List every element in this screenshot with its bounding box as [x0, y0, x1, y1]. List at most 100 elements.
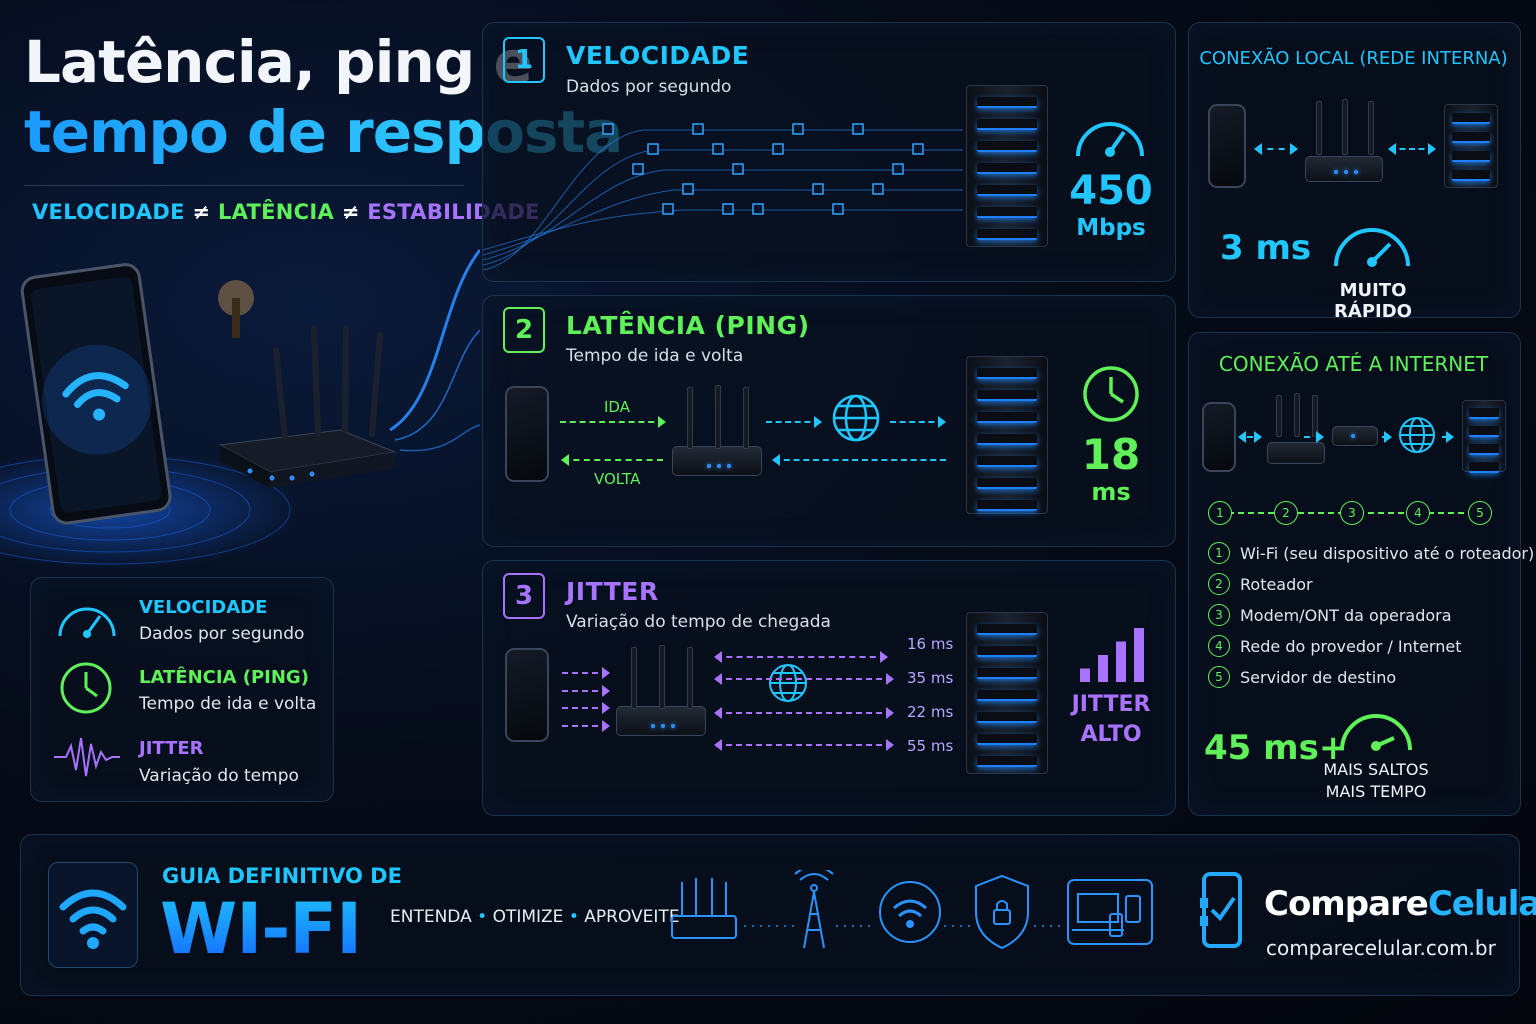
brand-name: CompareCelular — [1264, 884, 1536, 924]
local-server-icon — [1444, 104, 1498, 188]
hop-step-3-number: 3 — [1208, 604, 1230, 626]
local-title: CONEXÃO LOCAL (REDE INTERNA) — [1199, 48, 1508, 69]
internet-router-icon — [1267, 393, 1325, 464]
internet-phone-icon — [1202, 402, 1236, 472]
server-icon-latency — [966, 356, 1048, 514]
tagline-neq-1: ≠ — [192, 200, 211, 224]
router-icon-latency — [672, 385, 762, 476]
tagline-velocidade: VELOCIDADE — [32, 200, 185, 224]
router-globe-arrow — [766, 416, 822, 428]
volta-label: VOLTA — [594, 470, 641, 488]
footer-devices-icon — [1067, 879, 1153, 945]
footer-banner — [20, 834, 1520, 996]
tagline-latencia: LATÊNCIA — [217, 200, 335, 224]
local-value: 3 ms — [1220, 228, 1312, 268]
legend-desc-latencia: Tempo de ida e volta — [139, 694, 317, 714]
hop-step-2-label: Roteador — [1240, 574, 1313, 594]
internet-title: CONEXÃO ATÉ A INTERNET — [1218, 352, 1489, 376]
footer-router-icon — [671, 878, 737, 939]
phone-icon-latency — [505, 386, 549, 482]
hop-step-4-label: Rede do provedor / Internet — [1240, 636, 1462, 656]
local-arrow-2 — [1388, 143, 1436, 155]
section-3-subtitle: Variação do tempo de chegada — [566, 612, 831, 632]
legend-desc-velocidade: Dados por segundo — [139, 624, 305, 644]
waveform-icon — [54, 737, 120, 777]
footer-step-1: ENTENDA — [390, 907, 472, 927]
local-gauge-icon — [1334, 228, 1410, 267]
footer-tower-icon — [794, 870, 834, 949]
brand-name-b: Celular — [1427, 884, 1536, 924]
gauge-icon — [58, 607, 116, 638]
signal-bar — [1080, 668, 1090, 682]
local-arrow-1 — [1254, 143, 1298, 155]
jitter-arrow-phone-3 — [562, 702, 610, 714]
server-icon-speed — [966, 85, 1048, 247]
speed-unit: Mbps — [1076, 215, 1146, 241]
jitter-arrow-4 — [714, 739, 894, 751]
signal-bars-icon — [1080, 628, 1144, 682]
return-arrow — [772, 454, 946, 466]
local-router-icon — [1305, 99, 1383, 182]
hop-4: 4 — [1406, 501, 1430, 525]
jitter-arrow-2 — [714, 673, 894, 685]
data-stream-graphic — [483, 123, 963, 270]
footer-step-3: APROVEITE — [584, 907, 680, 927]
section-jitter — [482, 560, 1176, 816]
speed-value: 450 — [1069, 168, 1153, 214]
footer-wifi-tile — [48, 862, 138, 968]
clock-icon — [60, 662, 112, 714]
signal-bar — [1098, 655, 1108, 682]
signal-bar — [1116, 641, 1126, 682]
jitter-time-3: 22 ms — [907, 703, 954, 721]
hop-step-1-label: Wi-Fi (seu dispositivo até o roteador) — [1240, 543, 1535, 563]
hop-step-5-label: Servidor de destino — [1240, 667, 1397, 687]
tagline: VELOCIDADE ≠ LATÊNCIA ≠ ESTABILIDADE — [32, 200, 540, 224]
footer-wifi-circle-icon — [879, 881, 941, 943]
section-1-title: VELOCIDADE — [566, 41, 750, 70]
brand-url[interactable]: comparecelular.com.br — [1266, 936, 1496, 960]
section-velocidade — [482, 22, 1176, 282]
section-2-number: 2 — [503, 307, 545, 353]
section-3-title: JITTER — [566, 577, 659, 606]
hop-step-4: 4 Rede do provedor / Internet — [1208, 635, 1461, 657]
globe-icon-latency — [832, 394, 880, 442]
footer-shield-lock-icon — [975, 874, 1029, 950]
ida-label: IDA — [604, 398, 630, 416]
hop-step-3-label: Modem/ONT da operadora — [1240, 605, 1452, 625]
local-phone-icon — [1208, 104, 1246, 188]
internet-globe-icon — [1399, 417, 1435, 453]
jitter-time-4: 55 ms — [907, 737, 954, 755]
section-2-title: LATÊNCIA (PING) — [566, 311, 810, 340]
jitter-time-1: 16 ms — [907, 635, 954, 653]
hop-chain: 1 2 3 4 5 — [1208, 500, 1494, 526]
title-divider — [24, 185, 464, 186]
legend-title-jitter: JITTER — [139, 738, 204, 759]
section-3-number: 3 — [503, 573, 545, 619]
hop-1: 1 — [1208, 501, 1232, 525]
wifi-icon — [59, 889, 127, 949]
hop-step-3: 3 Modem/ONT da operadora — [1208, 604, 1452, 626]
jitter-arrow-phone-4 — [562, 720, 610, 732]
hop-step-5: 5 Servidor de destino — [1208, 666, 1396, 688]
brand-logo-icon — [1200, 872, 1242, 948]
jitter-arrow-phone-2 — [562, 685, 610, 697]
section-2-subtitle: Tempo de ida e volta — [566, 346, 744, 366]
internet-arrow-3 — [1382, 431, 1392, 443]
speed-gauge-icon — [1076, 122, 1144, 157]
jitter-arrow-phone-1 — [562, 667, 610, 679]
globe-icon-jitter — [769, 664, 807, 702]
signal-bar — [1134, 628, 1144, 682]
router-icon-jitter — [616, 645, 706, 736]
globe-server-arrow — [890, 416, 946, 428]
footer-step-2: OTIMIZE — [492, 907, 564, 927]
ida-arrow — [560, 416, 666, 428]
page-title-line1: Latência, ping e — [24, 28, 533, 96]
hop-step-4-number: 4 — [1208, 635, 1230, 657]
local-status: MUITO RÁPIDO — [1334, 280, 1412, 322]
tagline-neq-2: ≠ — [341, 200, 360, 224]
hop-step-5-number: 5 — [1208, 666, 1230, 688]
jitter-arrow-3 — [714, 707, 894, 719]
volta-arrow — [561, 454, 663, 466]
